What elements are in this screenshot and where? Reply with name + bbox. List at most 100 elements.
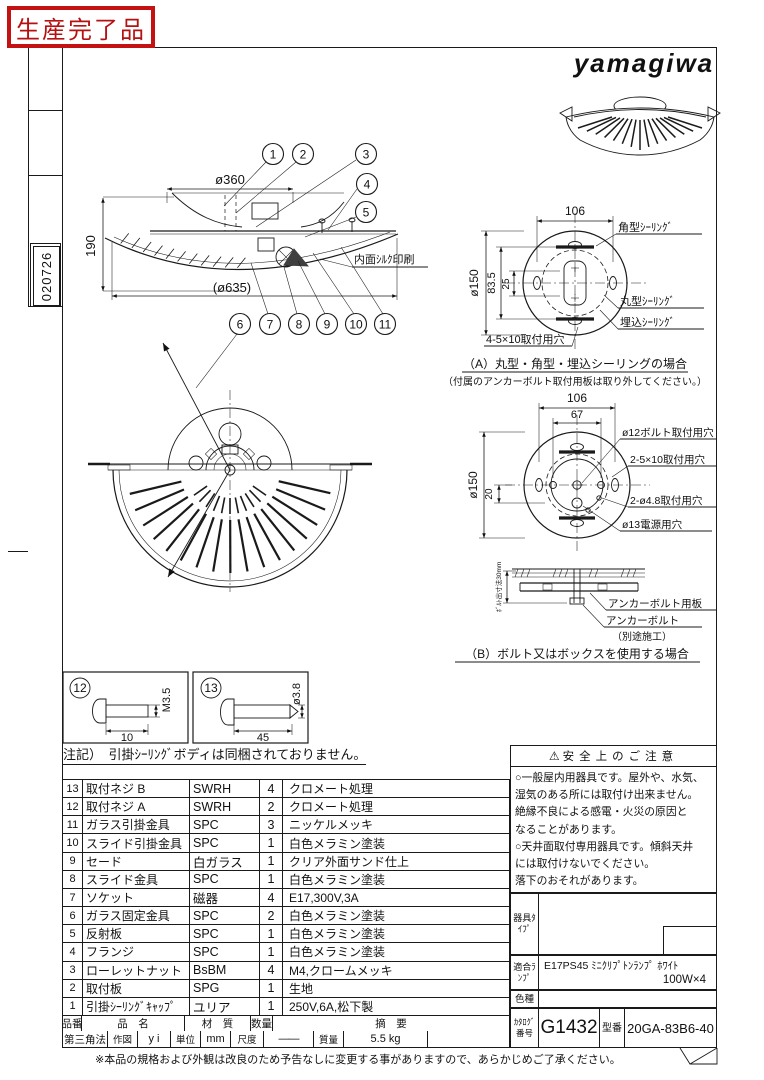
cell-name: 取付ネジ B [83, 780, 190, 798]
cell-remarks: E17,300V,3A [289, 890, 359, 905]
doc-number: 020726 [39, 251, 55, 301]
callout-number: 1 [270, 148, 277, 162]
label-small-holes: 2-ø4.8取付用穴 [630, 494, 703, 507]
catalog-label: ｶﾀﾛｸﾞ番号 [511, 1009, 539, 1047]
cell-qty: 4 [260, 961, 283, 979]
fan-line [630, 119, 637, 147]
label-mount-holes-b: 2-5×10取付用穴 [630, 453, 705, 466]
hatch-tick [177, 251, 186, 262]
drawn-value: y i [138, 1031, 171, 1047]
discontinued-stamp: 生産完了品 [7, 6, 155, 48]
color-value [539, 991, 716, 1007]
cell-remarks: 白色メラミン塗装 [289, 909, 386, 924]
cell-qty: 2 [260, 907, 283, 925]
dim-a-150: ø150 [467, 269, 481, 297]
cell-name: 取付ネジ A [83, 798, 190, 816]
product-thumbnail [559, 96, 721, 156]
dim-m35: M3.5 [161, 688, 173, 712]
dim-b-67: 67 [571, 409, 583, 421]
title-block-footer: 第三角法 作図 y i 単位 mm 尺度 —— 質量 5.5 kg [62, 1031, 510, 1048]
ceiling-tick [588, 568, 593, 578]
cell-remarks: ニッケルメッキ [289, 818, 374, 833]
slit-line [266, 502, 308, 540]
cell-remarks: 生地 [289, 981, 314, 996]
cell-remarks: クロメート処理 [289, 782, 374, 797]
caption-b: （B）ボルト又はボックスを使用する場合 [465, 646, 689, 661]
cell-remarks: 白色メラミン塗装 [289, 945, 386, 960]
header-qty: 数量 [251, 1016, 273, 1031]
cell-no: 8 [63, 870, 83, 888]
cell-no: 1 [63, 997, 83, 1016]
cell-remarks: クロメート処理 [289, 800, 374, 815]
cell-material: BsBM [190, 961, 260, 979]
header-no: 品番 [63, 1016, 82, 1031]
ceiling-tick [526, 568, 531, 578]
cell-qty: 4 [260, 888, 283, 907]
label-anchor-plate: アンカーボルト用板 [608, 597, 703, 610]
cell-material: ユリア [190, 997, 260, 1016]
fixture-type-row: 器具ﾀｲﾌﾟ [510, 893, 717, 955]
fan-line [595, 117, 621, 135]
caption-a-note: （付属のアンカーボルト取付用板は取り外してください。） [443, 375, 707, 388]
callout-number: 11 [379, 318, 392, 332]
slit-line [245, 516, 266, 568]
model-label: 型番 [600, 1009, 625, 1047]
hatch-tick [165, 248, 175, 259]
projection-method: 第三角法 [63, 1031, 108, 1047]
unit-label: 単位 [171, 1031, 201, 1047]
slit-line [152, 502, 194, 541]
label-round-ceiling: 丸型ｼｰﾘﾝｸﾞ [620, 294, 675, 308]
dim-45: 45 [257, 732, 269, 744]
disclaimer-text: ※本品の規格および外観は改良のため予告なしに変更する事がありますので、あらかじめ… [95, 1054, 621, 1066]
mounting-diagram-a: 106 ø150 83.5 25 角型ｼｰﾘﾝｸﾞ 丸型ｼｰﾘﾝｸﾞ 埋込ｼｰﾘ… [443, 204, 707, 388]
lamp-line2: 100W×4 [662, 974, 706, 986]
callout-circle [344, 312, 368, 336]
slit-line-inner [212, 495, 221, 512]
scale-label: 尺度 [231, 1031, 264, 1047]
callout-number: 9 [324, 318, 331, 332]
cell-material: SPC [190, 943, 260, 961]
ceiling-hatch [514, 568, 637, 578]
hatch-tick [142, 241, 152, 253]
label-mounting-holes-a: 4-5×10取付用穴 [486, 332, 565, 346]
slit-line-inner [193, 485, 208, 496]
callout-number: 3 [363, 148, 370, 162]
label-power-hole: ø13電源用穴 [622, 518, 683, 531]
screw-detail-13: 13 ø3.8 45 [192, 671, 309, 744]
fixture-type-label: 器具ﾀｲﾌﾟ [511, 894, 539, 954]
callout-circle [354, 200, 378, 224]
lamp-label: 適合ﾗﾝﾌﾟ [511, 956, 539, 989]
cell-name: ガラス固定金具 [83, 907, 190, 925]
slit-line-inner [244, 493, 255, 508]
header-remarks: 摘 要 [375, 1018, 407, 1030]
callout-12: 12 [73, 681, 87, 695]
discontinued-stamp-text: 生産完了品 [16, 17, 146, 44]
cell-name: スライド引掛金具 [83, 834, 190, 852]
dim-a-25: 25 [501, 278, 512, 290]
hatch-tick [189, 253, 198, 264]
label-bolt-hole: ø12ボルト取付用穴 [622, 426, 714, 439]
cell-name: 引掛ｼｰﾘﾝｸﾞｷｬｯﾌﾟ [83, 997, 190, 1016]
dim-10: 10 [121, 732, 133, 744]
footer-empty-cell [428, 1031, 509, 1047]
catalog-number: G1432 [539, 1009, 600, 1047]
cell-name: ソケット [83, 888, 190, 907]
ceiling-tick [564, 568, 569, 578]
hatch-tick [237, 257, 246, 269]
thumbnail-fan-lines [577, 116, 703, 150]
fan-line [655, 117, 676, 138]
cell-remarks: 白色メラミン塗装 [289, 927, 386, 942]
label-square-ceiling: 角型ｼｰﾘﾝｸﾞ [618, 220, 673, 234]
unit-value: mm [201, 1031, 231, 1047]
cell-qty: 2 [260, 798, 283, 816]
